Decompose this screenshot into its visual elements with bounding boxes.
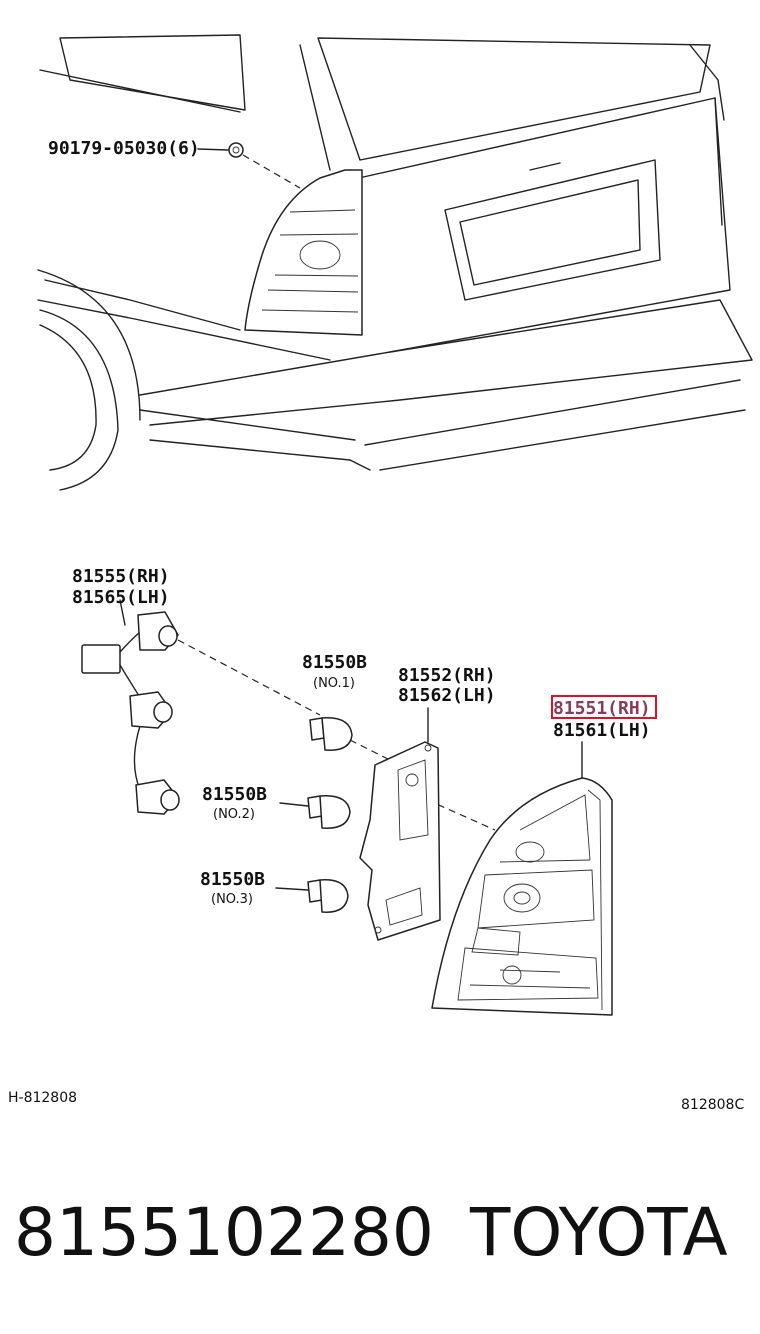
tail-lamp-assembly (431, 741, 613, 1016)
part-number: 8155102280 (14, 1194, 434, 1271)
label-lamp-rh: 81551(RH) (553, 698, 651, 719)
socket-wire-assembly (81, 599, 180, 815)
leader-bolt (197, 148, 229, 151)
label-bulb3-code: 81550B (200, 869, 265, 890)
car-rear-illustration (37, 34, 753, 491)
label-bulb1-sub: (NO.1) (313, 676, 355, 691)
label-bulb2-code: 81550B (202, 784, 267, 805)
bulb-no1 (309, 717, 353, 751)
code-right: 812808C (681, 1097, 744, 1113)
label-socket-rh: 81555(RH) (72, 566, 170, 587)
label-bulb3-sub: (NO.3) (211, 892, 253, 907)
highlight-box (551, 695, 657, 719)
label-bulb1-code: 81550B (302, 652, 367, 673)
label-gasket-rh: 81552(RH) (398, 665, 496, 686)
label-gasket-lh: 81562(LH) (398, 685, 496, 706)
brand-name: TOYOTA (469, 1194, 728, 1271)
code-left: H-812808 (8, 1090, 77, 1106)
bulb-no3 (275, 879, 349, 913)
label-lamp-lh: 81561(LH) (553, 720, 651, 741)
label-bolt: 90179-05030(6) (48, 138, 200, 159)
bulb-no2 (279, 795, 351, 829)
label-bulb2-sub: (NO.2) (213, 807, 255, 822)
gasket (359, 707, 441, 941)
assembly-line-1 (177, 639, 321, 716)
assembly-line-2 (349, 739, 391, 761)
label-socket-lh: 81565(LH) (72, 587, 170, 608)
